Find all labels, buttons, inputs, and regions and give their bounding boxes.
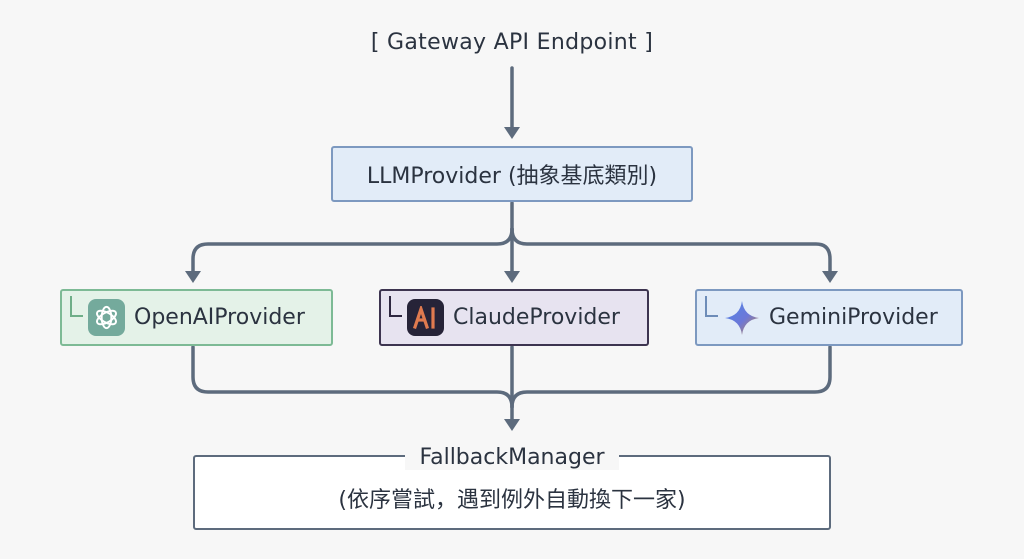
arrowhead-gemini (822, 271, 838, 283)
fallback-manager-title: FallbackManager (405, 445, 619, 470)
gemini-provider-node: GeminiProvider (695, 289, 963, 346)
claude-provider-node: ClaudeProvider (379, 289, 649, 346)
llm-provider-node: LLMProvider (抽象基底類別) (331, 146, 693, 202)
llm-provider-label: LLMProvider (抽象基底類別) (366, 164, 658, 189)
connector-gemini-to-fallback (510, 345, 832, 409)
claude-logo-icon (407, 299, 444, 336)
subclass-corner-icon (705, 296, 718, 317)
gateway-endpoint-label: [ Gateway API Endpoint ] (370, 30, 654, 55)
openai-provider-label: OpenAIProvider (134, 305, 305, 330)
connector-openai-to-fallback (191, 345, 514, 409)
openai-provider-node: OpenAIProvider (60, 289, 333, 346)
gemini-logo-icon (723, 299, 760, 336)
subclass-corner-icon (70, 296, 83, 317)
fallback-manager-title-wrap: FallbackManager (0, 444, 1024, 472)
arrowhead-fallback (504, 419, 520, 431)
arrowhead-base (504, 127, 520, 139)
gemini-provider-label: GeminiProvider (769, 305, 938, 330)
connector-base-to-gemini (510, 227, 832, 274)
fallback-manager-description: (依序嘗試，遇到例外自動換下一家) (338, 488, 686, 513)
connector-base-to-openai (191, 227, 514, 274)
arrowhead-openai (185, 271, 201, 283)
subclass-corner-icon (389, 296, 402, 317)
arrowhead-claude (504, 271, 520, 283)
openai-logo-icon (88, 299, 125, 336)
claude-provider-label: ClaudeProvider (453, 305, 620, 330)
